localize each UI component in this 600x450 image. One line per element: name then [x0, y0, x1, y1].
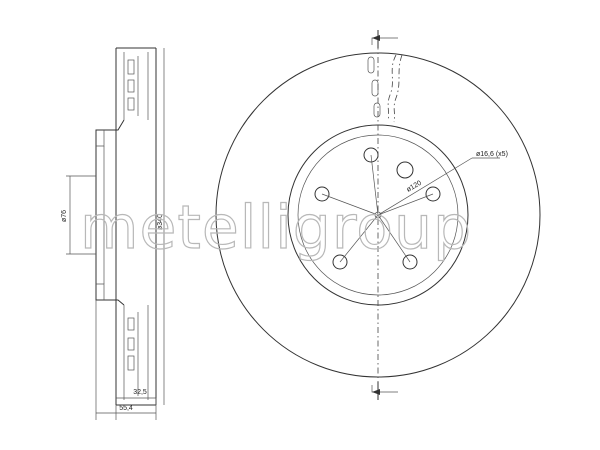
bolt-leader-line [377, 157, 473, 216]
bolt-hole [425, 186, 441, 202]
vent-slot [371, 79, 379, 97]
radius-line [370, 154, 379, 216]
section-arrow-bottom [372, 389, 380, 395]
bolt-hole [402, 254, 418, 270]
watermark-text: metelligroup [80, 193, 472, 263]
side-view: ø76 ø340 32,5 55,4 [61, 47, 165, 420]
vent-dashed-path [387, 54, 397, 121]
vent-dashed-path [393, 54, 403, 123]
radius-line [339, 214, 379, 263]
bolt-hole-label: ø16,6 (x5) [476, 151, 508, 158]
vent-slot [367, 56, 375, 74]
front-view: ø16,6 (x5) ø120 [215, 30, 541, 400]
dim-inner-diameter-label: ø76 [61, 210, 68, 222]
radius-line [321, 193, 379, 216]
bolt-hole [332, 254, 348, 270]
radius-line [377, 193, 434, 216]
hub-step-lower [96, 283, 105, 300]
vent-channel [127, 79, 135, 93]
vent-channel [127, 337, 135, 351]
section-arrow-top [372, 35, 380, 41]
bolt-hole [314, 186, 330, 202]
hub-profile [95, 119, 125, 306]
radius-line [377, 214, 411, 263]
dim-outer-diameter-label: ø340 [157, 214, 164, 230]
vent-slot [373, 102, 381, 118]
vent-channel [127, 317, 135, 331]
pitch-circle-label: ø120 [406, 180, 423, 194]
vent-channel [127, 59, 135, 75]
vent-channel [127, 97, 135, 111]
dim-thickness-label: 32,5 [133, 389, 147, 396]
dim-height-label: 55,4 [119, 405, 133, 412]
bolt-hole-highlight [396, 161, 414, 179]
hub-step-upper [96, 130, 105, 147]
vent-channel [127, 355, 135, 371]
